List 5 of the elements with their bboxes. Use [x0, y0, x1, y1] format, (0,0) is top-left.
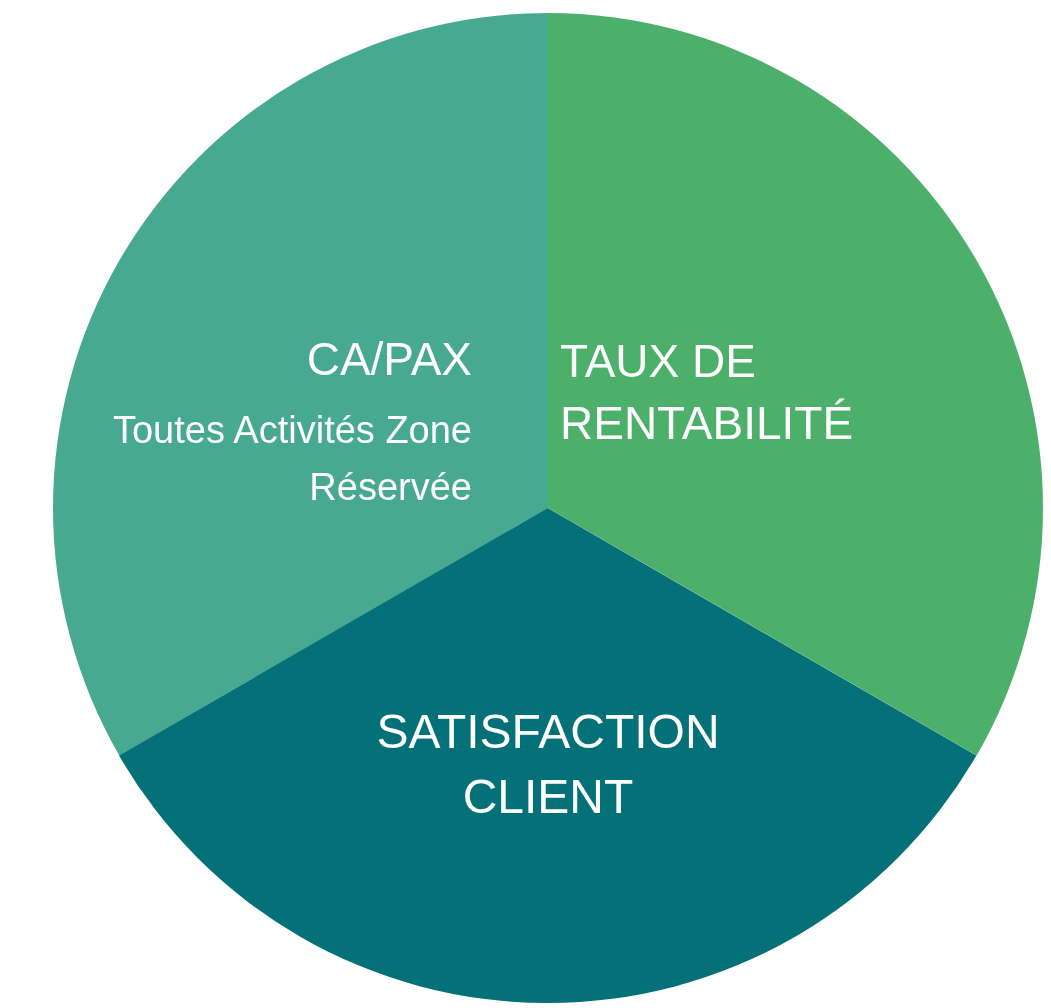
sector-title: TAUX DE RENTABILITÉ — [560, 334, 855, 452]
sector-subtitle: Toutes Activités Zone Réservée — [111, 408, 472, 510]
sector-title: CA/PAX — [305, 332, 472, 387]
pie-sector — [119, 508, 977, 1003]
sector-title: SATISFACTION CLIENT — [375, 704, 721, 825]
